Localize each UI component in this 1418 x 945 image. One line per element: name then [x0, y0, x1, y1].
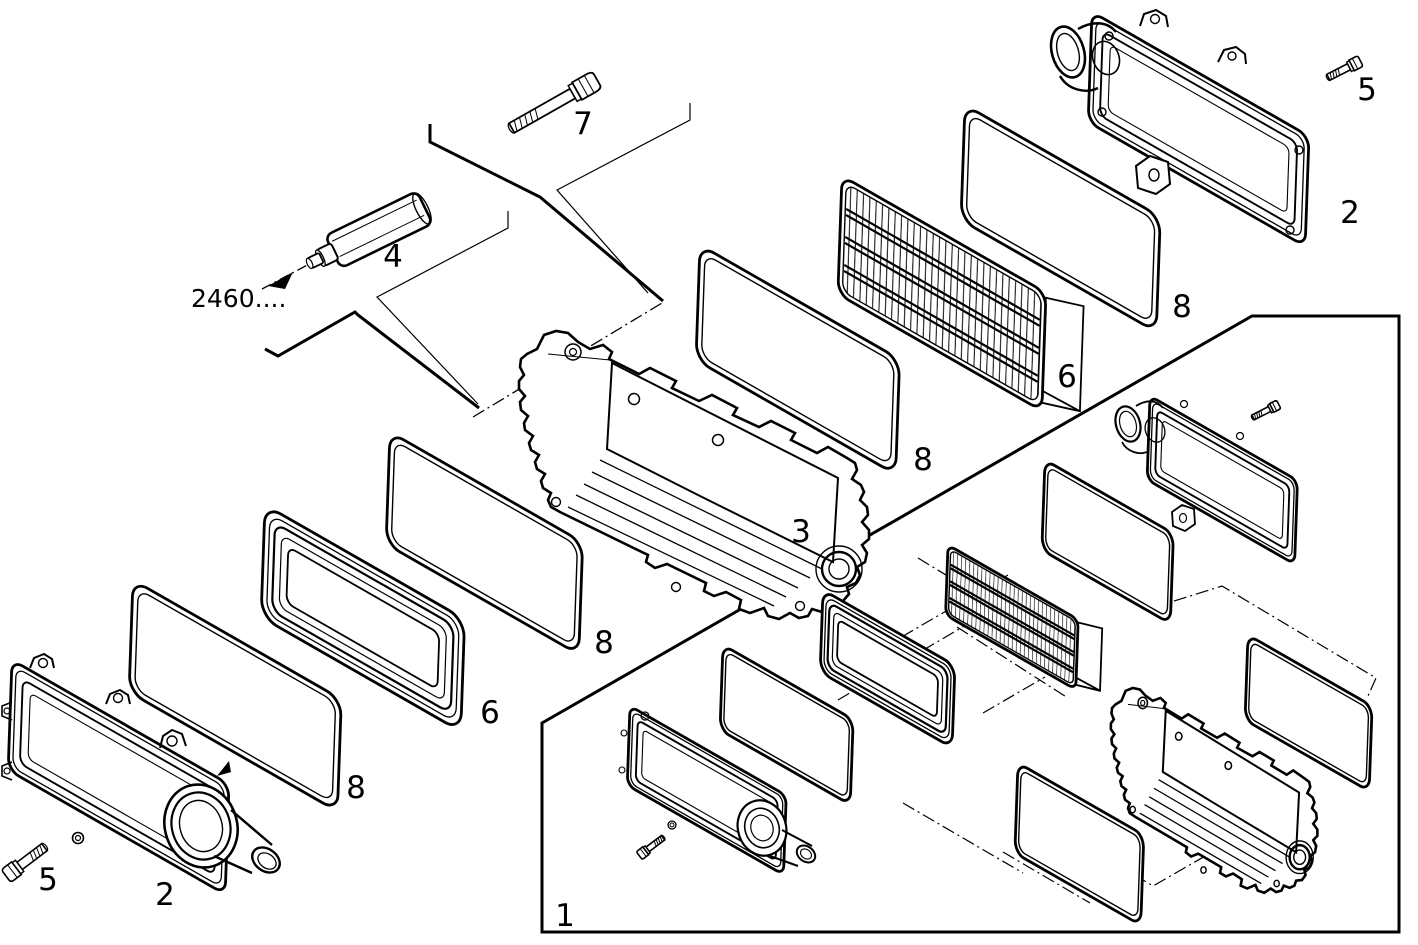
- callout-6-lower: 6: [480, 695, 500, 731]
- callout-4: 4: [383, 239, 403, 275]
- callout-2-top-right: 2: [1340, 195, 1360, 231]
- callout-1-kit: 1: [555, 898, 575, 934]
- callout-8-mid-right: 8: [913, 442, 933, 478]
- kit-cover-left: [618, 704, 817, 876]
- callout-2-left: 2: [155, 877, 175, 913]
- callout-5-top-right: 5: [1357, 72, 1377, 108]
- callout-8-upper: 8: [1172, 289, 1192, 325]
- ref-label-2460: 2460....: [191, 284, 286, 313]
- callout-7: 7: [573, 106, 593, 142]
- callout-3: 3: [791, 514, 811, 550]
- callout-8-mid-left: 8: [594, 625, 614, 661]
- spacer-4: [305, 192, 432, 270]
- callout-5-left: 5: [38, 862, 58, 898]
- kit-cover-right: [1114, 394, 1299, 566]
- ref-arrow-icon: [268, 272, 293, 289]
- part-cover-top-right: [1049, 8, 1311, 248]
- kit-box-outline: [540, 314, 1401, 934]
- bracket-lines: [264, 103, 691, 410]
- part-cover-left: [1, 652, 281, 896]
- callout-8-lower: 8: [346, 770, 366, 806]
- flow-arrow-icon: [217, 761, 231, 776]
- callout-6-upper: 6: [1057, 359, 1077, 395]
